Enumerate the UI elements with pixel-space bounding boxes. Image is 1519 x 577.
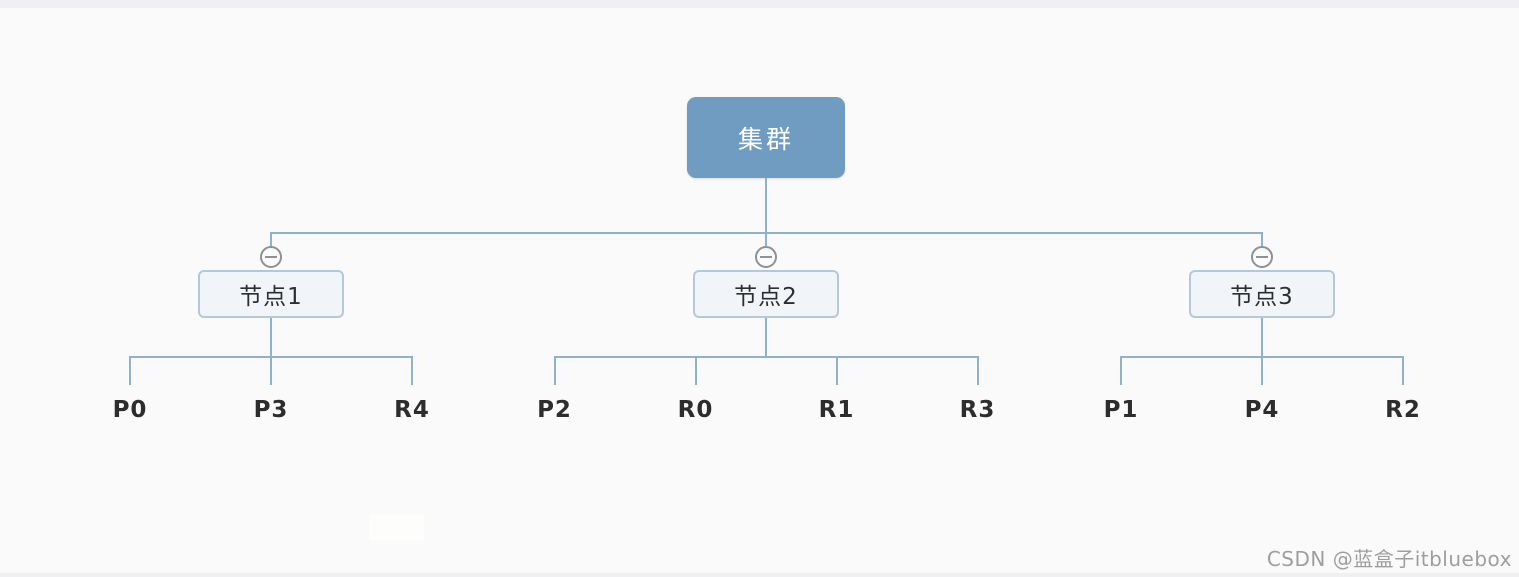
leaf-label: R4 bbox=[394, 397, 430, 423]
root-node-label: 集群 bbox=[737, 124, 794, 154]
minus-bar bbox=[265, 256, 277, 258]
leaf-drop-connector bbox=[129, 356, 131, 385]
node-stem-connector bbox=[765, 318, 767, 358]
leaf-drop-connector bbox=[411, 356, 413, 385]
node-box-label: 节点2 bbox=[734, 284, 798, 310]
minus-bar bbox=[1256, 256, 1268, 258]
leaf-label: R3 bbox=[959, 397, 996, 423]
top-edge-strip bbox=[0, 0, 1519, 8]
leaf-label: R0 bbox=[677, 397, 714, 423]
leaf-label: P3 bbox=[253, 397, 289, 423]
branch-stub-connector bbox=[1261, 232, 1263, 250]
leaf-drop-connector bbox=[553, 356, 556, 385]
leaf-drop-connector bbox=[1261, 356, 1263, 385]
leaf-label: P4 bbox=[1244, 397, 1280, 423]
child-rail-connector bbox=[553, 356, 979, 358]
leaf-drop-connector bbox=[976, 356, 979, 385]
leaf-label: R1 bbox=[818, 397, 855, 423]
node-box[interactable]: 节点3 bbox=[1189, 270, 1335, 318]
leaf-label: P0 bbox=[112, 397, 148, 423]
highlight-artifact bbox=[369, 514, 424, 540]
leaf-label: P2 bbox=[537, 397, 572, 423]
node-box-label: 节点1 bbox=[239, 284, 303, 310]
minus-circle-icon[interactable] bbox=[1251, 246, 1273, 268]
minus-circle-icon[interactable] bbox=[260, 246, 282, 268]
leaf-drop-connector bbox=[1402, 356, 1404, 385]
leaf-drop-connector bbox=[270, 356, 272, 385]
bottom-edge-strip bbox=[0, 573, 1519, 577]
leaf-label: P1 bbox=[1103, 397, 1139, 423]
root-stem-connector bbox=[765, 178, 767, 234]
node-stem-connector bbox=[1261, 318, 1263, 358]
node-box[interactable]: 节点2 bbox=[693, 270, 839, 318]
branch-stub-connector bbox=[270, 232, 272, 250]
minus-circle-icon[interactable] bbox=[755, 246, 777, 268]
node-stem-connector bbox=[270, 318, 272, 358]
watermark-text: CSDN @蓝盒子itbluebox bbox=[1266, 547, 1512, 571]
leaf-drop-connector bbox=[835, 356, 838, 385]
branch-stub-connector bbox=[765, 232, 767, 250]
minus-bar bbox=[760, 256, 772, 258]
node-box-label: 节点3 bbox=[1230, 284, 1294, 310]
leaf-drop-connector bbox=[694, 356, 697, 385]
root-node-cluster[interactable]: 集群 bbox=[687, 97, 845, 178]
node-box[interactable]: 节点1 bbox=[198, 270, 344, 318]
leaf-drop-connector bbox=[1120, 356, 1122, 385]
leaf-label: R2 bbox=[1385, 397, 1421, 423]
